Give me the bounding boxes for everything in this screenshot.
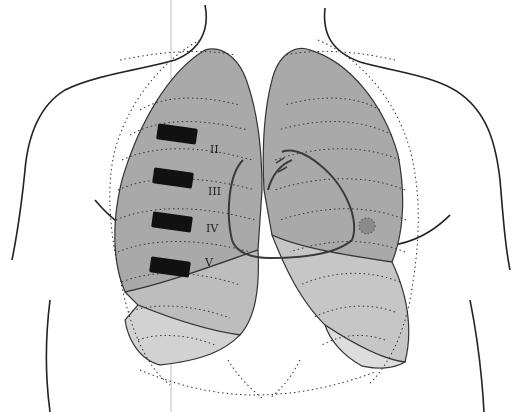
right-flank-line	[470, 300, 484, 412]
right-upper-lobe	[115, 49, 262, 292]
right-lung	[115, 49, 262, 365]
costal-margin-contour	[228, 360, 262, 398]
auscultation-point-dot	[359, 218, 375, 234]
diaphragm-dotted-contour	[140, 370, 375, 395]
rib-label-iii: III	[208, 185, 221, 198]
left-lung	[263, 48, 408, 368]
left-upper-lobe	[263, 48, 402, 262]
left-flank-line	[46, 300, 50, 412]
rib-label-ii: II	[210, 143, 219, 156]
rib-label-iv: IV	[206, 222, 219, 235]
rib-label-v: V	[204, 256, 214, 269]
